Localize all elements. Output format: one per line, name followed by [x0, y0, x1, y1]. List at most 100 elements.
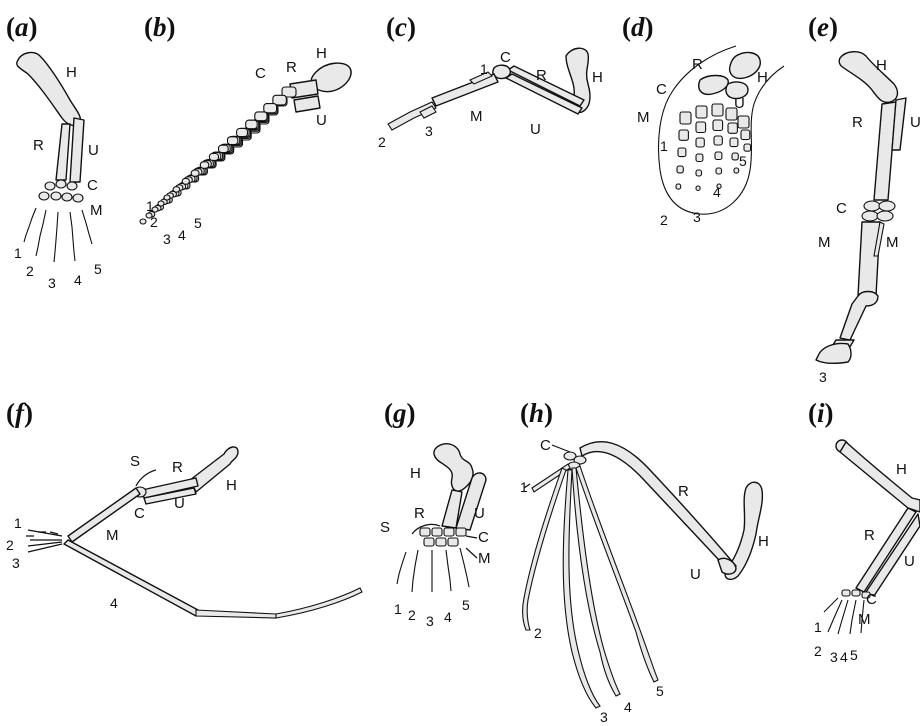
panel-a-digits [24, 208, 92, 262]
panel-c-label: (c) [386, 12, 416, 42]
panel-g-carpals [420, 528, 466, 546]
panel-e-label-U: U [910, 114, 920, 131]
panel-e-label-M2: M [886, 234, 899, 251]
panel-i-radius [856, 508, 916, 592]
panel-d-bone-3-2 [730, 138, 738, 147]
panel-b: (b) C R H U 1 2 3 4 5 [140, 12, 351, 247]
panel-c-label-U: U [530, 121, 541, 138]
panel-b-bone-array [140, 87, 296, 224]
panel-e-hoof [816, 344, 851, 364]
panel-g-label-S: S [380, 519, 390, 536]
panel-g-label-H: H [410, 465, 421, 482]
panel-d-radius [699, 76, 729, 95]
panel-g-digit-1: 1 [394, 601, 402, 617]
panel-b-bone-13-4 [140, 219, 146, 224]
panel-e-humerus [839, 52, 897, 103]
panel-a-radius [56, 124, 70, 180]
panel-b-label-H: H [316, 45, 327, 62]
panel-e-label-H: H [876, 57, 887, 74]
panel-e-label-C: C [836, 200, 847, 217]
panel-d-bone-0-1 [679, 130, 688, 140]
panel-c-label-C: C [500, 49, 511, 66]
panel-d-bone-1-5 [696, 186, 700, 191]
panel-f-metacarpal [68, 488, 140, 542]
panel-f-digit-label-1: 1 [14, 515, 22, 531]
panel-c: (c) C R H M U 1 2 3 [378, 12, 603, 150]
panel-h-digit-label-3: 3 [600, 709, 608, 725]
panel-g-label-U: U [474, 505, 485, 522]
panel-i-label: (i) [808, 398, 834, 428]
panel-b-digit-5: 5 [194, 215, 202, 231]
panel-b-label-R: R [286, 59, 297, 76]
panel-a-digit-1: 1 [14, 245, 22, 261]
panel-i-label-U: U [904, 553, 915, 570]
panel-g: (g) H R U S C M 1 2 3 4 5 [380, 398, 491, 629]
panel-b-bone-4-0 [246, 120, 258, 129]
panel-e-phalanx-1 [840, 292, 878, 341]
panel-d-bone-1-1 [696, 122, 706, 133]
panel-b-digit-4: 4 [178, 227, 186, 243]
panel-f-digit-4 [64, 540, 198, 616]
panel-f-label-S: S [130, 453, 140, 470]
panel-i-humerus [840, 442, 920, 512]
panel-d-bone-1-2 [696, 138, 704, 147]
panel-e-carpals [862, 201, 895, 221]
panel-d-bone-4-2 [744, 144, 751, 151]
panel-d-digit-4: 4 [713, 184, 721, 200]
panel-d-bone-2-4 [716, 168, 722, 174]
panel-b-bone-10-0 [191, 170, 199, 176]
panel-g-label-C: C [478, 529, 489, 546]
panel-a-carpals [39, 180, 83, 202]
panel-h-label-R: R [678, 483, 689, 500]
panel-h-radius [580, 442, 736, 572]
panel-d-bone-3-1 [728, 123, 737, 133]
panel-b-bone-3-0 [255, 112, 267, 121]
panel-d-bone-3-3 [732, 153, 738, 160]
panel-e: (e) H R U C M M 3 [808, 12, 920, 385]
panel-b-digit-2: 2 [150, 214, 158, 230]
panel-d-bone-1-0 [696, 106, 707, 118]
panel-b-bone-12-0 [173, 187, 180, 192]
panel-d-bone-0-4 [676, 184, 681, 189]
panel-h-digit-label-4: 4 [624, 699, 632, 715]
panel-f-label-C: C [134, 505, 145, 522]
panel-i-digit-4: 4 [840, 649, 848, 665]
panel-d-label-M: M [637, 109, 650, 126]
panel-g-pointer-C [466, 536, 477, 538]
panel-h-digit-label-5: 5 [656, 683, 664, 699]
panel-c-digit-label-1: 1 [480, 61, 488, 77]
panel-i-digit-5: 5 [850, 647, 858, 663]
panel-f-digits-1-3 [26, 530, 62, 552]
panel-h-digit-2 [523, 468, 566, 630]
panel-b-bone-5-0 [237, 129, 248, 137]
panel-i-label-R: R [864, 527, 875, 544]
panel-f-digit-label-2: 2 [6, 537, 14, 553]
panel-g-label-M: M [478, 550, 491, 567]
panel-a-label-M: M [90, 202, 103, 219]
panel-i-digit-2: 2 [814, 643, 822, 659]
panel-i: (i) H R U C M 1 2 3 4 5 [808, 398, 920, 665]
panel-f-label-H: H [226, 477, 237, 494]
panel-f-digit-4c [276, 588, 362, 618]
panel-h-label: (h) [520, 398, 553, 428]
panel-h-digit-label-2: 2 [534, 625, 542, 641]
panel-g-label-R: R [414, 505, 425, 522]
panel-e-radius [874, 102, 896, 200]
panel-b-bone-9-0 [200, 162, 209, 169]
panel-c-digit-label-2: 2 [378, 134, 386, 150]
panel-b-label-U: U [316, 112, 327, 129]
panel-d-bone-1-3 [696, 154, 703, 162]
panel-f: (f) S R H U C M 1 2 3 4 [6, 398, 362, 618]
panel-b-ulna [294, 96, 320, 112]
panel-d-bone-4-1 [741, 130, 750, 140]
panel-g-digit-4: 4 [444, 609, 452, 625]
panel-h-label-H: H [758, 533, 769, 550]
panel-b-bone-7-0 [219, 145, 229, 152]
panel-a-label: (a) [6, 12, 38, 42]
panel-d-bone-0-2 [678, 148, 686, 157]
panel-d-bone-2-3 [715, 152, 722, 160]
panel-d-digit-5: 5 [739, 153, 747, 169]
panel-c-label-H: H [592, 69, 603, 86]
panel-b-digit-1: 1 [146, 198, 154, 214]
panel-h-label-C: C [540, 437, 551, 454]
